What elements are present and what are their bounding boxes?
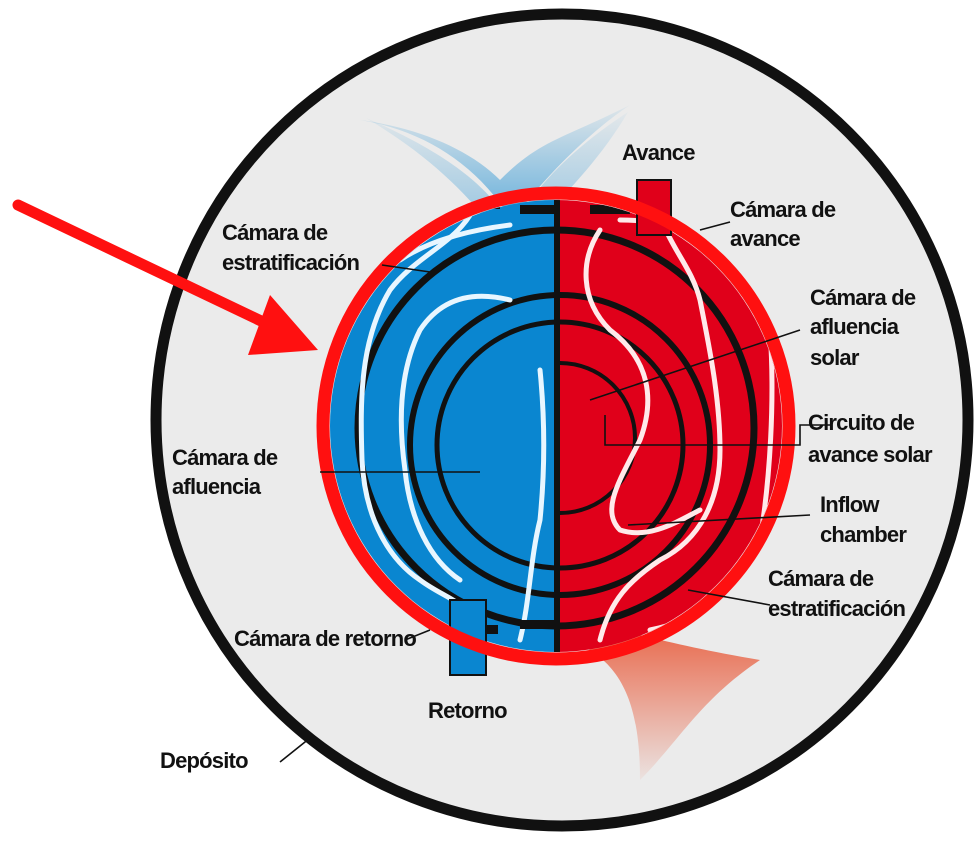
solar-inflow-chamber (559, 361, 637, 515)
label-avance: Avance (622, 140, 695, 165)
label-camara-avance-1: Cámara de (730, 197, 836, 222)
leader-lines (279, 221, 830, 763)
label-circuito-2: avance solar (808, 442, 933, 467)
label-camara-retorno: Cámara de retorno (234, 626, 416, 651)
label-camara-avance-2: avance (730, 226, 800, 251)
hot-plume (570, 630, 760, 780)
label-camara-estrat-right-2: estratificación (768, 596, 906, 621)
cold-plume (360, 105, 630, 210)
hot-inlet-bar (590, 205, 630, 214)
label-inflow-1: Inflow (820, 492, 880, 517)
label-afluencia-solar-3: solar (810, 345, 860, 370)
label-afluencia-solar-2: afluencia (810, 314, 900, 339)
label-camara-afluencia-2: afluencia (172, 474, 262, 499)
label-retorno: Retorno (428, 698, 507, 723)
label-circuito-1: Circuito de (808, 410, 915, 435)
label-camara-estrat-left-1: Cámara de (222, 220, 328, 245)
label-inflow-2: chamber (820, 522, 907, 547)
label-camara-afluencia-1: Cámara de (172, 445, 278, 470)
label-afluencia-solar-1: Cámara de (810, 285, 916, 310)
cold-flow-lines (358, 200, 547, 643)
label-deposito: Depósito (160, 748, 248, 773)
cold-inlet-bar-2 (520, 205, 556, 214)
label-camara-estrat-left-2: estratificación (222, 250, 360, 275)
highlight-circle (316, 186, 796, 666)
label-camara-estrat-right-1: Cámara de (768, 566, 874, 591)
red-arrow-icon (12, 199, 318, 355)
cold-outlet-bar-2 (520, 620, 554, 629)
